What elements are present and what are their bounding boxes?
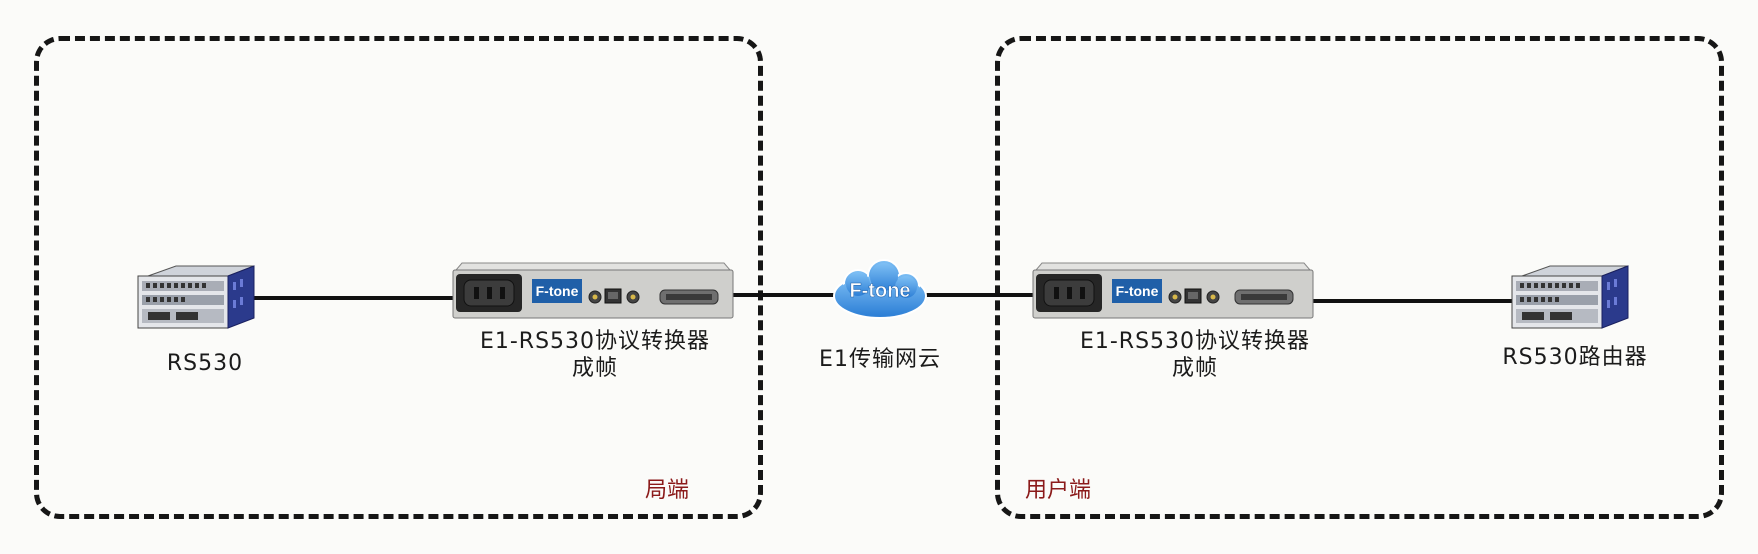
cloud-caption: E1传输网云 (819, 347, 941, 372)
link-cloud-to-converter-right (922, 293, 1034, 297)
left-converter-caption-line1: E1-RS530协议转换器 (479, 329, 711, 354)
link-converter-to-router-right (1310, 299, 1518, 303)
local-zone-label: 局端 (645, 478, 690, 503)
left-converter-brand: F-tone (536, 283, 579, 299)
left-router-icon (137, 265, 255, 329)
right-router-icon (1511, 265, 1629, 329)
cloud-brand: F-tone (849, 280, 910, 302)
user-zone-label: 用户端 (1025, 478, 1092, 503)
right-converter-caption: E1-RS530协议转换器 成帧 (1040, 328, 1350, 382)
right-converter-brand: F-tone (1116, 283, 1159, 299)
link-router-to-converter-left (250, 296, 456, 300)
link-converter-to-cloud-left (730, 293, 840, 297)
left-converter-caption: E1-RS530协议转换器 成帧 (440, 328, 750, 382)
left-converter-icon: F-tone (452, 262, 734, 319)
right-converter-icon: F-tone (1032, 262, 1314, 319)
right-converter-caption-line2: 成帧 (1171, 356, 1218, 381)
left-converter-caption-line2: 成帧 (571, 356, 618, 381)
e1-transport-cloud-icon: F-tone (833, 259, 927, 319)
right-router-caption: RS530路由器 (1502, 345, 1648, 370)
right-converter-caption-line1: E1-RS530协议转换器 (1079, 329, 1311, 354)
local-zone-box (34, 36, 763, 519)
user-zone-box (995, 36, 1724, 519)
left-router-caption: RS530 (166, 351, 244, 376)
